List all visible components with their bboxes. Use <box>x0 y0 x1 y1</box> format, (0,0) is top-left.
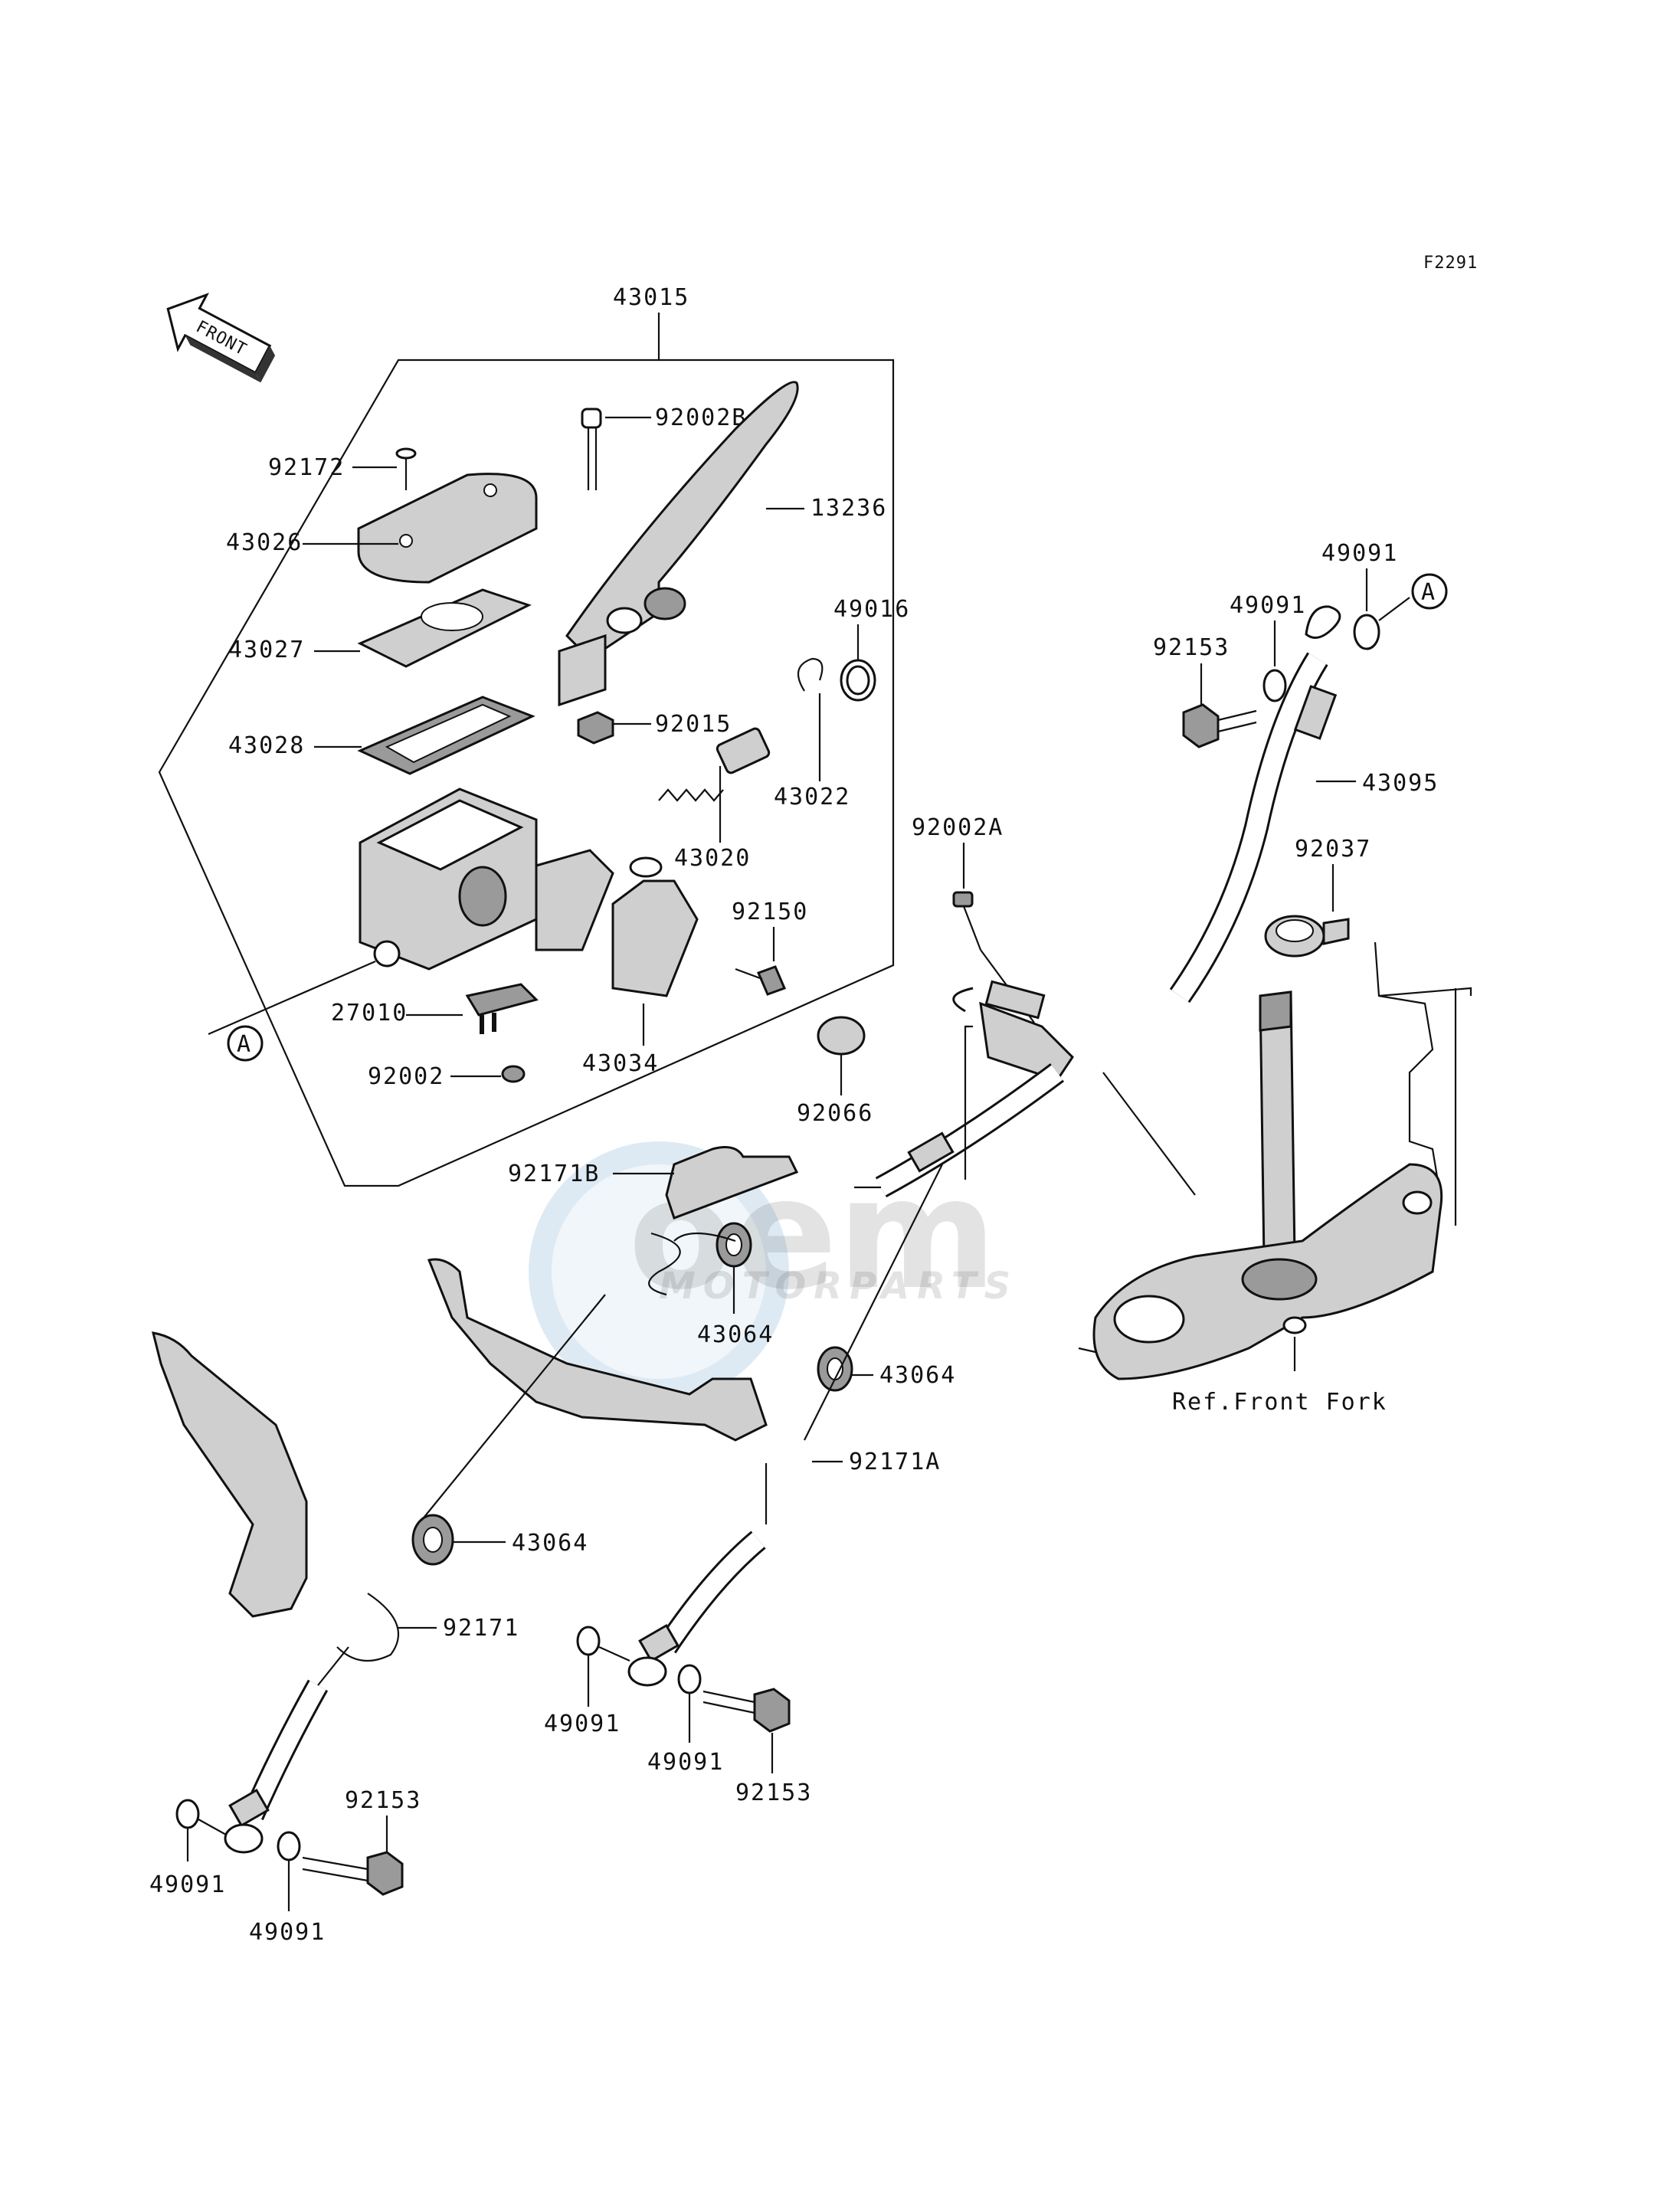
part-label-92002A: 92002A <box>912 814 1004 841</box>
part-label-92172: 92172 <box>268 454 345 481</box>
hose-lower-left <box>224 1679 329 1854</box>
washer-49091-m1 <box>576 1626 601 1656</box>
part-label-92171A: 92171A <box>849 1449 941 1475</box>
part-label-43095: 43095 <box>1362 770 1439 797</box>
washer-49091-m2 <box>677 1664 702 1694</box>
grommet-43064-upper <box>716 1222 752 1268</box>
hose-clip-upper <box>648 1232 681 1296</box>
part-label-43020: 43020 <box>674 845 751 872</box>
bracket-92171B <box>665 1146 799 1220</box>
banjo-bolt-92153-l <box>302 1851 404 1896</box>
brake-lever-13236 <box>558 381 799 707</box>
part-label-43028: 43028 <box>228 732 305 759</box>
hose-clip-lower <box>336 1593 400 1662</box>
washer-49091-l1 <box>175 1799 200 1829</box>
screw-92172 <box>395 447 417 490</box>
brake-hose-joint <box>875 980 1074 1198</box>
part-label-92002B: 92002B <box>655 404 747 431</box>
bracket-92171-left <box>151 1331 308 1618</box>
watermark-logo: oem MOTORPARTS <box>529 1141 1018 1402</box>
diagram-code: F2291 <box>1423 254 1478 273</box>
circlip-43022 <box>797 657 824 692</box>
part-label-92002: 92002 <box>368 1063 444 1090</box>
banjo-92037 <box>1264 915 1350 958</box>
banjo-bolt-92153-m <box>702 1688 791 1733</box>
screw-92002 <box>501 1065 526 1083</box>
part-label-43026: 43026 <box>226 529 303 556</box>
washer-49091-l2 <box>277 1831 301 1861</box>
clamp-43034 <box>611 856 699 997</box>
front-arrow-icon: FRONT <box>166 293 276 383</box>
part-label-43064-upper: 43064 <box>697 1321 774 1348</box>
part-label-92171B: 92171B <box>508 1161 600 1187</box>
nut-92015 <box>577 711 614 745</box>
reservoir-cap-43026 <box>357 473 538 584</box>
part-label-92153-tr: 92153 <box>1153 634 1230 661</box>
callout-a-left <box>227 1025 264 1062</box>
boot-49016 <box>840 659 876 702</box>
ref-front-fork-label: Ref.Front Fork <box>1172 1389 1387 1416</box>
washer-49091-tr2 <box>1262 669 1287 702</box>
callout-a-right-label: A <box>1421 579 1436 606</box>
hose-lower-middle <box>627 1531 766 1687</box>
washer-49091-tr1 <box>1353 614 1380 650</box>
part-label-43027: 43027 <box>228 637 305 663</box>
part-label-43064-right: 43064 <box>879 1362 956 1389</box>
part-label-49091-tr2: 49091 <box>1230 592 1306 619</box>
part-label-43034: 43034 <box>582 1050 659 1077</box>
diaphragm-plate-43027 <box>357 588 532 668</box>
watermark-subtext: MOTORPARTS <box>659 1265 1018 1308</box>
diaphragm-43028 <box>357 696 535 775</box>
piston-43020 <box>658 727 771 802</box>
front-fork-triple-clamp <box>1078 941 1472 1380</box>
part-label-49091-l2: 49091 <box>249 1919 326 1946</box>
part-label-92150: 92150 <box>732 899 808 925</box>
switch-27010 <box>465 983 539 1034</box>
part-label-49016: 49016 <box>833 596 910 623</box>
part-label-92066: 92066 <box>797 1100 873 1127</box>
grommet-43064-left <box>411 1514 454 1566</box>
part-label-43015: 43015 <box>613 284 689 311</box>
part-label-43022: 43022 <box>774 784 850 810</box>
part-label-92015: 92015 <box>655 711 732 738</box>
part-label-92171: 92171 <box>443 1615 519 1642</box>
part-label-43064-left: 43064 <box>512 1530 588 1557</box>
part-label-92153-l: 92153 <box>345 1787 421 1814</box>
pivot-bolt-92002B <box>581 408 602 490</box>
bracket-92171A <box>427 1258 768 1442</box>
callout-a-left-label: A <box>237 1031 252 1058</box>
banjo-bolt-92153-tr <box>1182 703 1257 748</box>
part-label-92037: 92037 <box>1295 836 1371 863</box>
part-label-49091-m2: 49091 <box>647 1749 724 1776</box>
part-label-27010: 27010 <box>331 1000 408 1026</box>
part-label-49091-tr1: 49091 <box>1321 540 1398 567</box>
bolt-92150 <box>735 965 787 996</box>
cap-92066 <box>817 1016 866 1056</box>
brake-hose-43095 <box>1169 605 1341 1004</box>
assembly-outline <box>158 359 895 1187</box>
part-label-49091-l1: 49091 <box>149 1871 226 1898</box>
callout-a-right <box>1411 573 1448 610</box>
part-label-49091-m1: 49091 <box>544 1711 621 1737</box>
part-label-92153-m: 92153 <box>735 1780 812 1806</box>
bolt-92002A <box>952 891 982 951</box>
master-cylinder-body <box>359 787 614 971</box>
part-label-13236: 13236 <box>811 495 887 522</box>
